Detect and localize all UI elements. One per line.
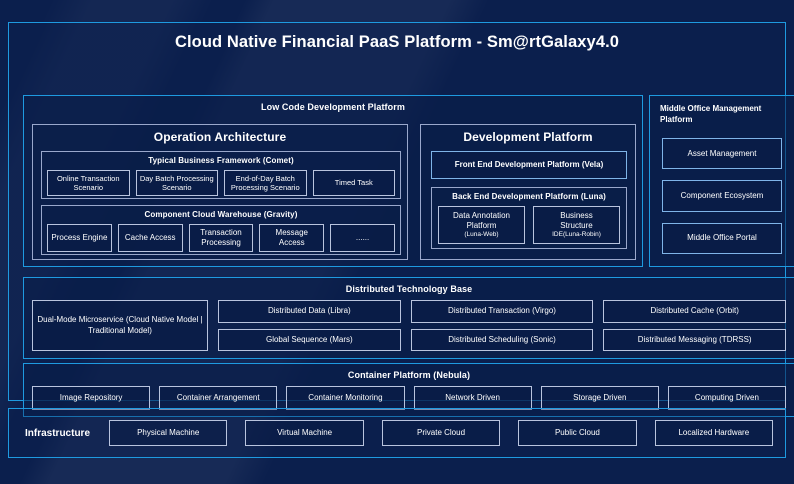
comet-items: Online Transaction Scenario Day Batch Pr…: [47, 170, 395, 196]
comet-item[interactable]: Online Transaction Scenario: [47, 170, 130, 196]
container-platform-title: Container Platform (Nebula): [347, 370, 471, 380]
development-platform-title: Development Platform: [463, 130, 593, 144]
gravity-item[interactable]: Cache Access: [117, 224, 183, 252]
container-item-storage-driven[interactable]: Storage Driven: [540, 386, 659, 410]
dtb-column-3: Distributed Cache (Orbit) Distributed Me…: [603, 300, 787, 351]
section-distributed-technology-base: Distributed Technology Base Dual-Mode Mi…: [23, 277, 794, 359]
middle-office-item-middle-office-portal[interactable]: Middle Office Portal: [662, 222, 782, 254]
gravity-title: Component Cloud Warehouse (Gravity): [144, 210, 298, 219]
infrastructure-item-virtual-machine[interactable]: Virtual Machine: [245, 420, 364, 446]
section-infrastructure: Infrastructure Physical Machine Virtual …: [8, 408, 786, 458]
container-item-container-arrangement[interactable]: Container Arrangement: [159, 386, 278, 410]
container-platform-items: Image Repository Container Arrangement C…: [32, 386, 787, 410]
back-end-title: Back End Development Platform (Luna): [452, 192, 606, 201]
line2: Structure: [560, 220, 593, 230]
gravity-item[interactable]: Transaction Processing: [188, 224, 254, 252]
subsection-operation-architecture: Operation Architecture Typical Business …: [32, 124, 408, 260]
dual-mode-microservice[interactable]: Dual-Mode Microservice (Cloud Native Mod…: [32, 300, 208, 351]
comet-item[interactable]: Day Batch Processing Scenario: [135, 170, 218, 196]
section-low-code-development-platform: Low Code Development Platform Operation …: [23, 95, 643, 267]
group-component-cloud-warehouse: Component Cloud Warehouse (Gravity) Proc…: [41, 205, 401, 255]
middle-office-item-asset-management[interactable]: Asset Management: [662, 138, 782, 170]
container-item-computing-driven[interactable]: Computing Driven: [667, 386, 787, 410]
infrastructure-items: Physical Machine Virtual Machine Private…: [109, 420, 777, 446]
line2: Platform: [466, 220, 497, 230]
comet-item[interactable]: End-of-Day Batch Processing Scenario: [224, 170, 307, 196]
comet-item[interactable]: Timed Task: [312, 170, 395, 196]
section-container-platform: Container Platform (Nebula) Image Reposi…: [23, 363, 794, 417]
dtb-item-distributed-data[interactable]: Distributed Data (Libra): [218, 300, 401, 323]
subsection-development-platform: Development Platform Front End Developme…: [420, 124, 636, 260]
main-platform-frame: Cloud Native Financial PaaS Platform - S…: [8, 22, 794, 417]
line1: Data Annotation: [453, 210, 510, 220]
infrastructure-item-localized-hardware[interactable]: Localized Hardware: [654, 420, 774, 446]
middle-office-item-component-ecosystem[interactable]: Component Ecosystem: [662, 180, 782, 212]
front-end-development-platform[interactable]: Front End Development Platform (Vela): [431, 151, 627, 179]
line3: (Luna-Web): [464, 230, 499, 238]
low-code-title: Low Code Development Platform: [261, 102, 405, 112]
dtb-item-distributed-scheduling[interactable]: Distributed Scheduling (Sonic): [410, 328, 594, 351]
line1: Business: [560, 210, 593, 220]
back-end-items: Data Annotation Platform (Luna-Web) Busi…: [438, 206, 620, 244]
gravity-item[interactable]: Process Engine: [47, 224, 112, 252]
container-item-image-repository[interactable]: Image Repository: [32, 386, 151, 410]
back-end-item-data-annotation[interactable]: Data Annotation Platform (Luna-Web): [438, 206, 525, 244]
infrastructure-label: Infrastructure: [25, 427, 91, 439]
dtb-column-1: Distributed Data (Libra) Global Sequence…: [218, 300, 401, 351]
gravity-items: Process Engine Cache Access Transaction …: [47, 224, 395, 252]
line3: IDE(Luna-Robin): [552, 230, 601, 238]
group-back-end-development-platform: Back End Development Platform (Luna) Dat…: [431, 187, 627, 249]
middle-office-title: Middle Office Management Platform: [660, 104, 762, 124]
comet-title: Typical Business Framework (Comet): [148, 156, 294, 165]
dtb-item-distributed-cache[interactable]: Distributed Cache (Orbit): [603, 300, 787, 323]
infrastructure-item-private-cloud[interactable]: Private Cloud: [381, 420, 501, 446]
dtb-item-distributed-transaction[interactable]: Distributed Transaction (Virgo): [410, 300, 594, 323]
dtb-item-distributed-messaging[interactable]: Distributed Messaging (TDRSS): [603, 328, 787, 351]
container-item-network-driven[interactable]: Network Driven: [413, 386, 532, 410]
operation-architecture-title: Operation Architecture: [153, 130, 287, 144]
infrastructure-item-physical-machine[interactable]: Physical Machine: [109, 420, 228, 446]
container-item-container-monitoring[interactable]: Container Monitoring: [286, 386, 405, 410]
dtb-column-2: Distributed Transaction (Virgo) Distribu…: [410, 300, 594, 351]
back-end-item-business-structure-ide[interactable]: Business Structure IDE(Luna-Robin): [533, 206, 620, 244]
group-typical-business-framework: Typical Business Framework (Comet) Onlin…: [41, 151, 401, 199]
gravity-item[interactable]: Message Access: [259, 224, 325, 252]
section-middle-office-management-platform: Middle Office Management Platform Asset …: [649, 95, 794, 267]
distributed-technology-base-title: Distributed Technology Base: [345, 284, 473, 294]
infrastructure-item-public-cloud[interactable]: Public Cloud: [518, 420, 637, 446]
page-title: Cloud Native Financial PaaS Platform - S…: [174, 33, 620, 51]
dtb-item-global-sequence[interactable]: Global Sequence (Mars): [218, 328, 401, 351]
distributed-technology-base-body: Dual-Mode Microservice (Cloud Native Mod…: [32, 300, 787, 351]
middle-office-items: Asset Management Component Ecosystem Mid…: [662, 138, 782, 254]
gravity-item-more[interactable]: ......: [330, 224, 395, 252]
